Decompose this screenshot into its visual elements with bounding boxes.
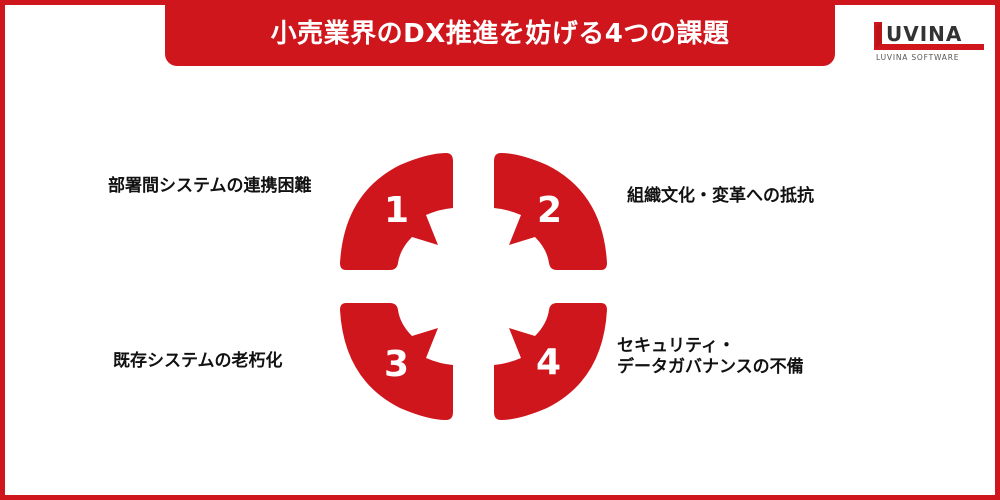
luvina-logo: UVINA LUVINA SOFTWARE [872,20,992,70]
frame-border-right [995,0,1000,500]
challenge-number-2: 2 [537,190,563,231]
logo-l-mark-icon [874,22,984,50]
title-banner: 小売業界のDX推進を妨げる4つの課題 [165,0,835,66]
challenge-label-3: 既存システムの老朽化 [113,351,283,371]
challenge-number-3: 3 [384,344,410,385]
challenge-number-4: 4 [536,342,562,383]
frame-border-left [0,0,5,500]
challenge-label-4: セキュリティ・ データガバナンスの不備 [617,336,804,379]
quadrant-shape-2-icon [494,153,607,270]
quadrant-shape-4-icon [494,303,607,420]
challenge-quadrant-2: 2 [494,153,608,271]
quadrant-shape-1-icon [340,153,453,270]
challenge-label-2: 組織文化・変革への抵抗 [627,186,814,206]
challenge-label-4-line-1: セキュリティ・ [617,336,735,356]
frame-border-bottom [0,495,1000,500]
logo-wordmark: UVINA [886,22,963,46]
challenge-number-1: 1 [384,190,410,231]
page-title: 小売業界のDX推進を妨げる4つの課題 [270,18,730,49]
challenge-label-4-line-2: データガバナンスの不備 [617,357,804,378]
challenge-quadrant-4: 4 [494,303,608,421]
quadrant-shape-3-icon [340,303,453,420]
challenge-quadrant-3: 3 [340,303,454,421]
logo-subtitle: LUVINA SOFTWARE [876,53,960,62]
challenge-label-1: 部署間システムの連携困難 [108,176,312,196]
challenge-quadrant-1: 1 [340,153,454,271]
